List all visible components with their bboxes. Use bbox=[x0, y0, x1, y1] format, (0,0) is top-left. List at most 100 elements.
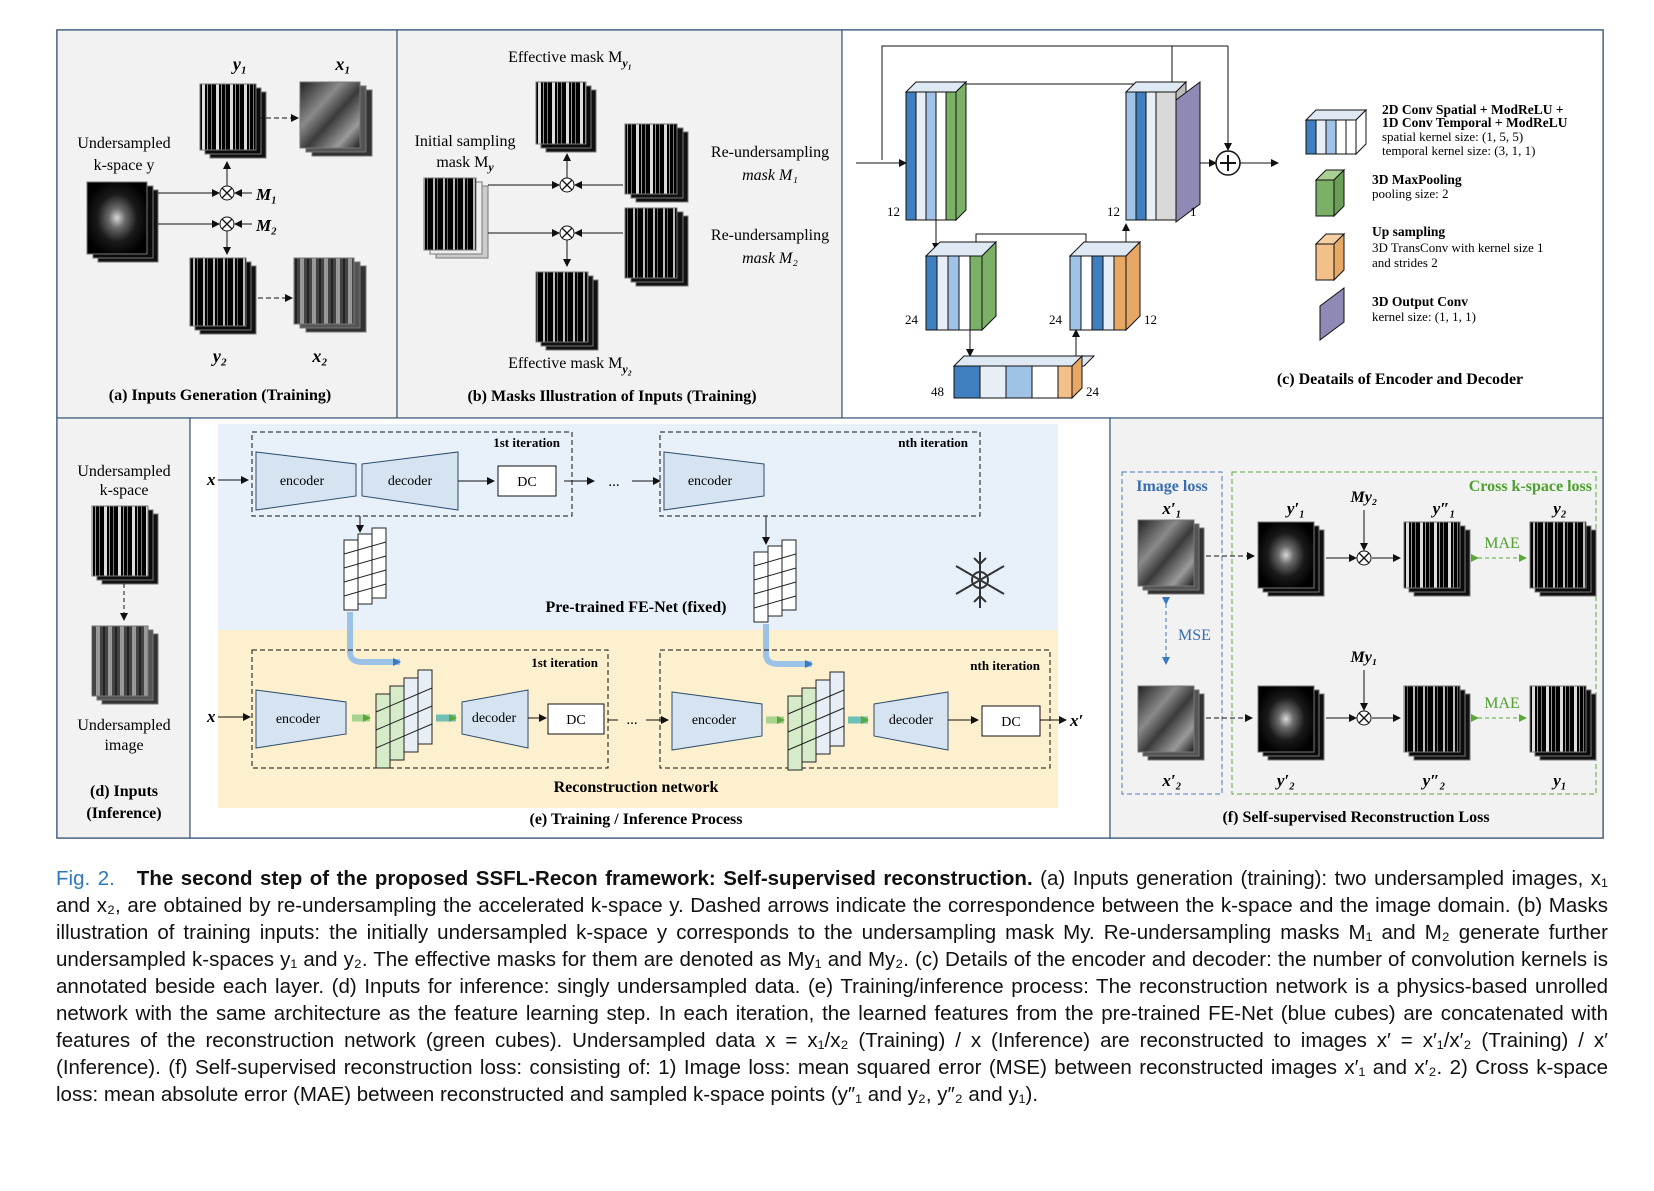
mae-bottom: MAE bbox=[1484, 695, 1520, 712]
re-mask-1-label-1: Re-undersampling bbox=[711, 144, 829, 161]
kspace-label-1: Undersampled bbox=[77, 135, 170, 152]
legend-conv-icon bbox=[1304, 108, 1368, 156]
re-mask-1-label-2: mask M₁ bbox=[742, 167, 798, 184]
svg-text:decoder: decoder bbox=[388, 474, 433, 489]
label-x1: x₁ bbox=[334, 54, 350, 74]
count-1: 1 bbox=[1190, 204, 1197, 219]
count-24b: 24 bbox=[1049, 312, 1063, 327]
kspace-label-2: k-space y bbox=[94, 157, 155, 174]
fenet-dc-1 bbox=[497, 465, 557, 497]
framework-figure: y₁ x₁ Undersampled k-space y bbox=[56, 29, 1604, 839]
effective-mask-top: Effective mask My₁ bbox=[508, 49, 632, 70]
panel-c-caption: (c) Deatails of Encoder and Decoder bbox=[1277, 371, 1523, 388]
label-y2: y₂ bbox=[1551, 499, 1567, 518]
f-y2p-stack bbox=[1257, 685, 1325, 761]
d-image-label-2: image bbox=[104, 737, 143, 754]
panel-b-caption: (b) Masks Illustration of Inputs (Traini… bbox=[467, 388, 756, 405]
f-y1p-stack bbox=[1257, 521, 1325, 597]
count-12c: 12 bbox=[1144, 312, 1157, 327]
y-kspace-stack bbox=[86, 181, 159, 263]
count-12a: 12 bbox=[887, 204, 900, 219]
decoder-block-mid bbox=[1068, 240, 1142, 332]
label-y2pp: y″₂ bbox=[1421, 771, 1446, 790]
e-x-top: x bbox=[206, 470, 216, 489]
label-y1p: y′₁ bbox=[1285, 499, 1305, 518]
image-loss-box bbox=[1121, 471, 1223, 795]
legend: 2D Conv Spatial + ModReLU + 1D Conv Temp… bbox=[1304, 102, 1568, 341]
image-loss-label: Image loss bbox=[1136, 478, 1208, 495]
caption-label: Fig. 2. bbox=[56, 867, 115, 890]
mse-label: MSE bbox=[1178, 627, 1211, 644]
recon-encoder-n bbox=[671, 691, 763, 751]
re-mask-2-label-2: mask M₂ bbox=[742, 250, 798, 267]
legend-maxpool-line-1: pooling size: 2 bbox=[1372, 186, 1449, 201]
count-24c: 24 bbox=[1086, 384, 1100, 399]
f-y2-stack bbox=[1529, 521, 1597, 597]
initial-mask-label-1: Initial sampling bbox=[415, 133, 516, 150]
re-mask-2-label-1: Re-undersampling bbox=[711, 227, 829, 244]
effective-mask-y1-stack bbox=[535, 81, 597, 153]
fenet-decoder-1 bbox=[361, 451, 459, 511]
panel-e: x 1st iteration encoder decoder DC ... n… bbox=[206, 424, 1083, 828]
svg-text:encoder: encoder bbox=[688, 474, 733, 489]
recon-itern-label: nth iteration bbox=[970, 658, 1040, 673]
panel-a: y₁ x₁ Undersampled k-space y bbox=[77, 54, 373, 404]
mae-top: MAE bbox=[1484, 535, 1520, 552]
initial-mask-label-2: mask My bbox=[436, 154, 494, 174]
encoder-block-mid bbox=[924, 240, 998, 332]
svg-text:DC: DC bbox=[566, 713, 585, 728]
d-image-stack bbox=[91, 625, 159, 705]
initial-mask-stack bbox=[423, 177, 489, 259]
label-my2: My₂ bbox=[1350, 489, 1378, 506]
cross-loss-label: Cross k-space loss bbox=[1469, 478, 1592, 495]
fenet-iter1-box bbox=[251, 431, 573, 517]
f-y1pp-stack bbox=[1403, 521, 1471, 597]
cross-loss-box bbox=[1231, 471, 1597, 795]
label-m1: M₁ bbox=[255, 185, 277, 204]
legend-conv-line-1: spatial kernel size: (1, 5, 5) bbox=[1382, 129, 1523, 144]
decoder-block-top bbox=[1124, 80, 1201, 223]
label-y2: y₂ bbox=[211, 346, 227, 366]
fenet-label: Pre-trained FE-Net (fixed) bbox=[546, 599, 727, 616]
legend-output-conv-icon bbox=[1319, 287, 1345, 341]
re-undersampling-mask-2-stack bbox=[624, 207, 689, 287]
svg-text:encoder: encoder bbox=[276, 712, 321, 727]
recon-dc-1 bbox=[547, 703, 605, 735]
feature-transfer-arrow-1 bbox=[347, 612, 401, 666]
effective-mask-bottom: Effective mask My₂ bbox=[508, 355, 632, 376]
e-dots-top: ... bbox=[608, 474, 619, 490]
f-x1p-stack bbox=[1137, 519, 1205, 595]
recon-itern-box bbox=[659, 649, 1051, 769]
label-m2: M₂ bbox=[255, 216, 277, 235]
fenet-encoder-1 bbox=[255, 451, 357, 511]
effective-mask-y2-stack bbox=[535, 271, 599, 351]
label-x1p: x′₁ bbox=[1161, 499, 1181, 518]
label-y1: y₁ bbox=[1551, 771, 1566, 790]
figure-caption: Fig. 2.The second step of the proposed S… bbox=[56, 865, 1608, 1108]
recon-dc-n bbox=[981, 705, 1041, 737]
f-y1-stack bbox=[1529, 685, 1597, 761]
panel-f: Image loss Cross k-space loss x′₁ y′₁ My… bbox=[1121, 471, 1597, 826]
caption-body: (a) Inputs generation (training): two un… bbox=[56, 867, 1608, 1106]
d-kspace-label-1: Undersampled bbox=[77, 463, 170, 480]
legend-maxpool-icon bbox=[1314, 168, 1346, 218]
legend-output-line-1: kernel size: (1, 1, 1) bbox=[1372, 309, 1476, 324]
fenet-itern-label: nth iteration bbox=[898, 435, 968, 450]
e-dots-bottom: ... bbox=[626, 712, 637, 728]
svg-text:decoder: decoder bbox=[472, 711, 517, 726]
legend-conv-title-1: 2D Conv Spatial + ModReLU + bbox=[1382, 102, 1564, 117]
fenet-feature-cubes-n bbox=[753, 539, 797, 623]
d-caption-1: (d) Inputs bbox=[90, 783, 158, 800]
d-caption-2: (Inference) bbox=[86, 805, 161, 822]
d-image-label-1: Undersampled bbox=[77, 717, 170, 734]
re-undersampling-mask-1-stack bbox=[624, 123, 689, 203]
label-y1: y₁ bbox=[231, 54, 247, 74]
legend-conv-line-2: temporal kernel size: (3, 1, 1) bbox=[1382, 143, 1535, 158]
label-x2p: x′₂ bbox=[1161, 771, 1181, 790]
panel-f-frame bbox=[1109, 417, 1604, 839]
label-y2p: y′₂ bbox=[1275, 771, 1295, 790]
label-my1: My₁ bbox=[1350, 649, 1378, 666]
count-24a: 24 bbox=[905, 312, 919, 327]
legend-output-title: 3D Output Conv bbox=[1372, 294, 1468, 309]
fenet-encoder-n bbox=[663, 451, 765, 511]
